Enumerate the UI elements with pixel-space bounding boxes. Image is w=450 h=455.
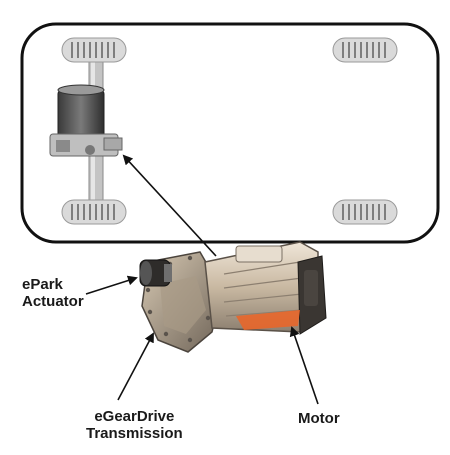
vehicle-body-outline	[20, 22, 440, 244]
tire-rear-left	[61, 199, 127, 225]
label-egeardrive-line1: eGearDrive	[94, 408, 175, 425]
motor-body	[204, 241, 327, 335]
drive-unit-small	[49, 84, 123, 157]
label-epark-actuator: ePark Actuator	[22, 276, 84, 310]
label-motor: Motor	[298, 410, 340, 427]
epark-actuator	[139, 259, 172, 287]
drivetrain-assembly	[139, 241, 327, 353]
arrow-drive-unit	[122, 154, 217, 257]
label-epark-line2: Actuator	[22, 293, 84, 310]
arrow-egeardrive	[117, 332, 154, 401]
tire-rear-right	[332, 199, 398, 225]
label-epark-line1: ePark	[22, 276, 63, 293]
motor-orange-band	[236, 310, 300, 330]
tire-front-right	[332, 37, 398, 63]
label-egeardrive-transmission: eGearDrive Transmission	[86, 408, 183, 442]
label-egeardrive-line2: Transmission	[86, 425, 183, 442]
arrow-motor	[289, 326, 319, 405]
tire-front-left	[61, 37, 127, 63]
arrow-epark-actuator	[85, 275, 138, 295]
